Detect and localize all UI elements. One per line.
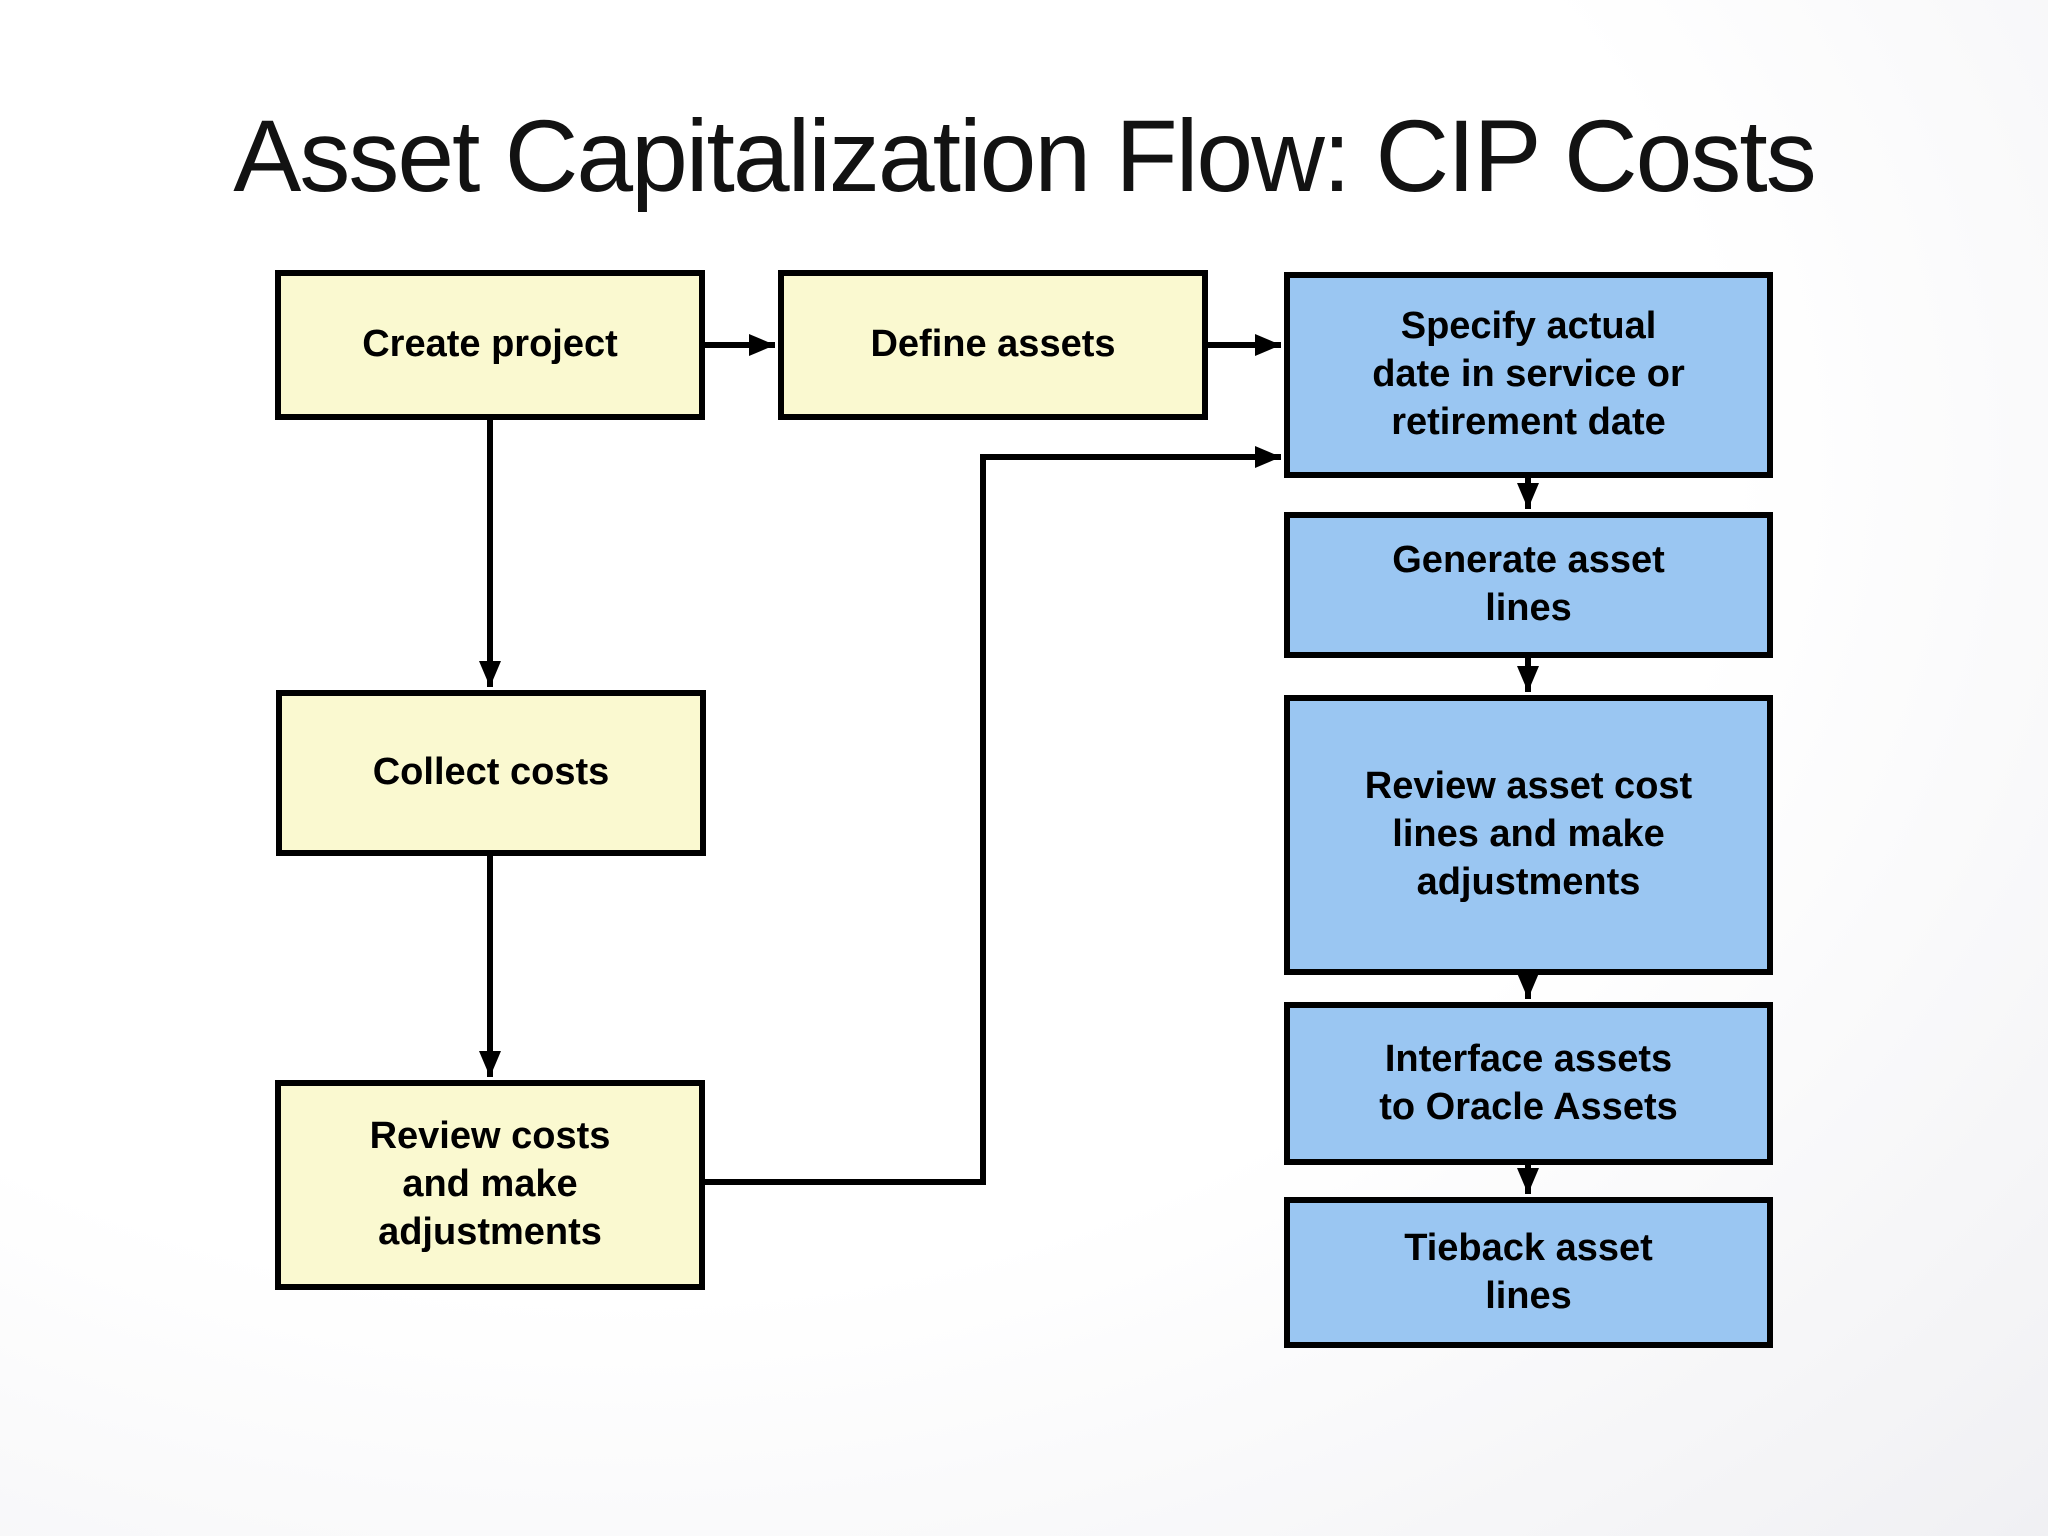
node-define-assets-label: Define assets: [870, 323, 1116, 366]
node-create-project: Create project: [275, 270, 705, 420]
arrow-review-to-specify: [705, 446, 1281, 1185]
node-interface-assets-oracle-label: Interface assets to Oracle Assets: [1379, 1037, 1678, 1128]
node-tieback-asset-lines-label: Tieback asset lines: [1404, 1226, 1653, 1317]
node-create-project-label: Create project: [362, 323, 618, 366]
node-specify-date-in-service-label: Specify actual date in service or retire…: [1372, 305, 1685, 443]
node-review-asset-cost-lines-label: Review asset cost lines and make adjustm…: [1364, 765, 1693, 903]
node-define-assets: Define assets: [778, 270, 1208, 420]
node-interface-assets-oracle: Interface assets to Oracle Assets: [1284, 1002, 1773, 1165]
node-collect-costs-label: Collect costs: [372, 751, 610, 794]
node-tieback-asset-lines: Tieback asset lines: [1284, 1197, 1773, 1348]
node-specify-date-in-service: Specify actual date in service or retire…: [1284, 272, 1773, 478]
node-generate-asset-lines-label: Generate asset lines: [1392, 539, 1665, 629]
node-review-costs-adjustments-label: Review costs and make adjustments: [369, 1115, 611, 1253]
node-collect-costs: Collect costs: [276, 690, 706, 856]
node-generate-asset-lines: Generate asset lines: [1284, 512, 1773, 658]
page-title: Asset Capitalization Flow: CIP Costs: [233, 99, 1816, 213]
node-review-asset-cost-lines: Review asset cost lines and make adjustm…: [1284, 695, 1773, 975]
node-review-costs-adjustments: Review costs and make adjustments: [275, 1080, 705, 1290]
